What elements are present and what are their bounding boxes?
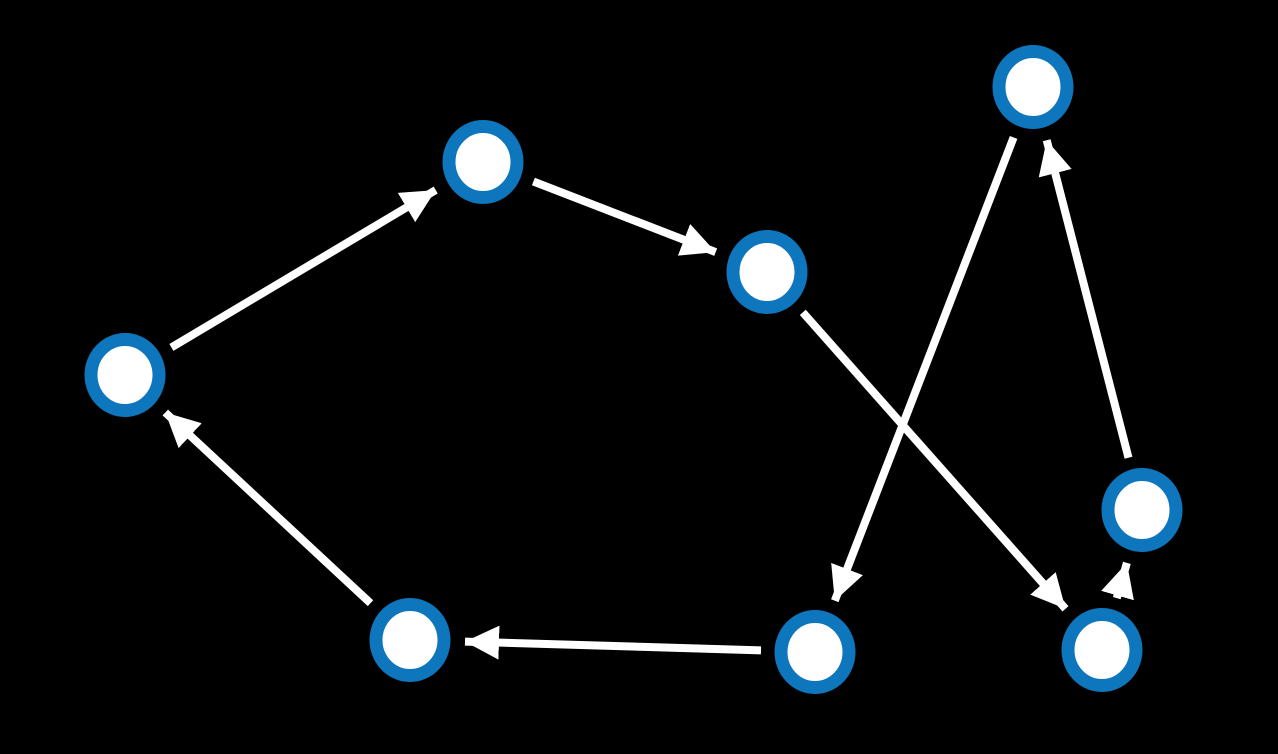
graph-node-center — [726, 230, 808, 314]
graph-edge-left-to-upper-mid — [169, 186, 438, 351]
graph-nodes — [84, 45, 1183, 694]
graph-edge-center-to-bottom-right — [799, 309, 1069, 612]
graph-edge-bottom-right-to-right-mid — [1101, 561, 1134, 601]
graph-edge-upper-mid-to-center — [531, 177, 718, 256]
graph-edge-bottom-mid-to-bottom-left — [464, 625, 762, 660]
graph-edge-top-right-to-bottom-mid — [831, 135, 1018, 603]
graph-edges — [162, 135, 1134, 660]
graph-node-top-right — [992, 45, 1074, 129]
graph-node-upper-mid — [442, 120, 524, 204]
graph-node-bottom-left — [369, 598, 451, 682]
graph-node-bottom-right — [1061, 608, 1143, 692]
graph-node-right-mid — [1101, 468, 1183, 552]
graph-edge-bottom-left-to-left — [162, 409, 374, 607]
graph-edge-right-mid-to-top-right — [1038, 139, 1133, 459]
graph-node-bottom-mid — [774, 610, 856, 694]
graph-node-left — [84, 333, 166, 417]
